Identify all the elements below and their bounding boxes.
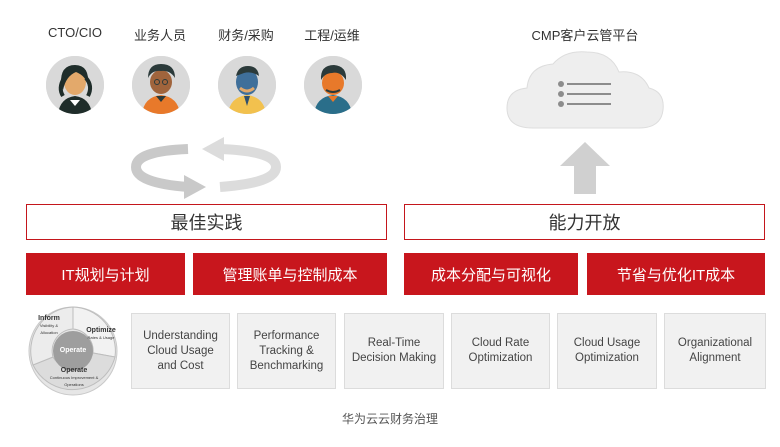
cycle-optimize-title: Optimize: [86, 327, 116, 334]
card-organizational-alignment: Organizational Alignment: [664, 313, 766, 389]
finops-cycle-diagram: Inform Visibility & Allocation Optimize …: [27, 305, 119, 397]
cycle-center-label: Operate: [59, 347, 87, 354]
card-realtime-decision: Real-Time Decision Making: [344, 313, 444, 389]
role-label-cto: CTO/CIO: [48, 25, 102, 40]
capability-it-planning[interactable]: IT规划与计划: [26, 253, 185, 295]
figure-caption: 华为云云财务治理: [341, 412, 438, 426]
card-cloud-usage-optimization: Cloud Usage Optimization: [557, 313, 657, 389]
cycle-operate-title: Operate: [60, 367, 88, 374]
cycle-optimize: Optimize Rates & Usage: [85, 327, 117, 341]
section-best-practice: 最佳实践: [26, 204, 387, 240]
cycle-arrows-icon: [130, 137, 282, 199]
capability-cost-optimization[interactable]: 节省与优化IT成本: [587, 253, 765, 295]
platform-label: CMP客户云管平台: [531, 28, 639, 43]
capability-cost-allocation[interactable]: 成本分配与可视化: [404, 253, 578, 295]
cycle-optimize-sub: Rates & Usage: [87, 335, 115, 340]
cloud-list-icon: [506, 51, 664, 129]
card-cloud-rate-optimization: Cloud Rate Optimization: [451, 313, 550, 389]
cycle-inform-sub: Visibility & Allocation: [39, 323, 59, 335]
card-performance-tracking: Performance Tracking & Benchmarking: [237, 313, 336, 389]
cycle-operate-sub: Continuous Improvement & Operations: [49, 375, 99, 387]
avatar-business: [132, 56, 190, 114]
capability-billing-cost-control[interactable]: 管理账单与控制成本: [193, 253, 387, 295]
avatar-finance: [218, 56, 276, 114]
role-label-business: 业务人员: [133, 28, 186, 43]
avatar-engineering: [304, 56, 362, 114]
cycle-inform: Inform Visibility & Allocation: [31, 315, 67, 336]
up-arrow-icon: [560, 142, 610, 194]
card-understanding-usage-cost: Understanding Cloud Usage and Cost: [131, 313, 230, 389]
cycle-operate: Operate Continuous Improvement & Operati…: [49, 367, 99, 388]
avatar-cto: [46, 56, 104, 114]
section-capability-open: 能力开放: [404, 204, 765, 240]
role-label-engineering: 工程/运维: [304, 28, 360, 43]
role-label-finance: 财务/采购: [218, 28, 274, 43]
cycle-inform-title: Inform: [38, 315, 60, 322]
